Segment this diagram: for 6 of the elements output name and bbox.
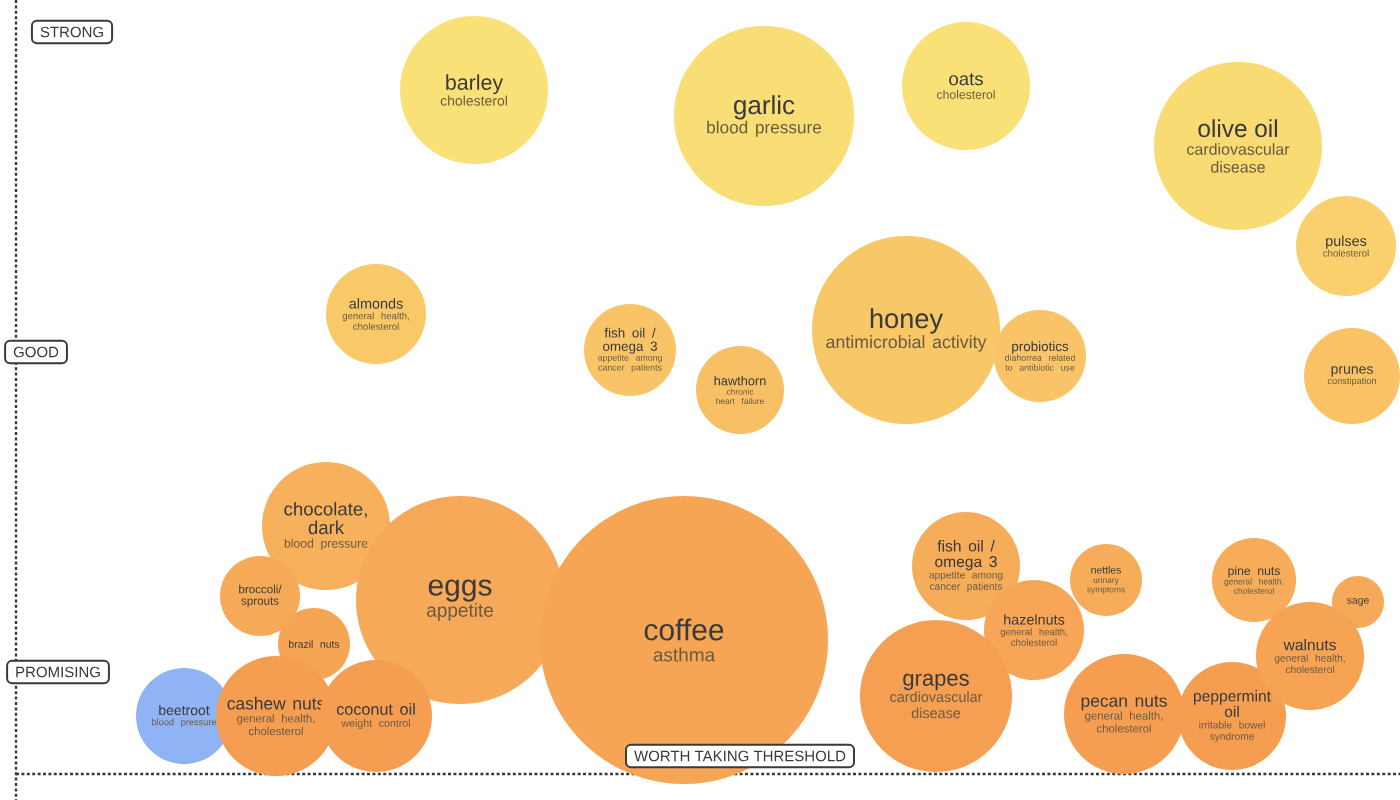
bubble: olive oil cardiovascular disease bbox=[1154, 62, 1322, 230]
bubble: honey antimicrobial activity bbox=[812, 236, 1000, 424]
node-label: appetite bbox=[427, 602, 493, 621]
bubble: garlic blood pressure bbox=[674, 26, 854, 206]
node-label: coconut oil bbox=[336, 703, 415, 715]
node-label: eggs bbox=[428, 579, 492, 602]
